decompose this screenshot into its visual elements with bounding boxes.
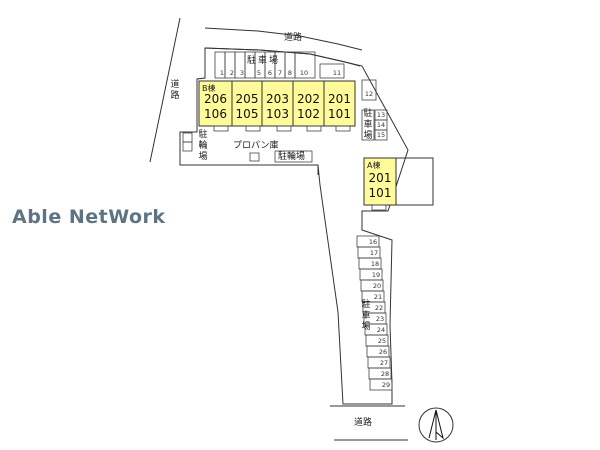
parking-slot: 1 bbox=[219, 69, 225, 77]
unit-upper: 205 bbox=[235, 92, 259, 106]
parking-slot: 11 bbox=[332, 69, 342, 77]
unit-upper: 203 bbox=[266, 92, 289, 106]
parking-slot: 5 bbox=[256, 69, 262, 77]
parking-slot: 8 bbox=[287, 69, 293, 77]
unit-lower: 106 bbox=[204, 107, 227, 121]
parking-slot: 25 bbox=[377, 337, 387, 345]
parking-slot: 12 bbox=[364, 90, 374, 98]
right-parking-slots bbox=[361, 79, 388, 141]
parking-slot: 14 bbox=[376, 121, 386, 129]
parking-slot: 29 bbox=[381, 381, 391, 389]
parking-slot: 15 bbox=[376, 131, 386, 139]
road-label-top: 道路 bbox=[284, 33, 303, 43]
parking-slot: 18 bbox=[370, 260, 380, 268]
propane-box bbox=[249, 152, 260, 162]
unit-lower: 102 bbox=[297, 107, 320, 121]
parking-slot: 17 bbox=[369, 249, 379, 257]
parking-slot: 19 bbox=[371, 271, 381, 279]
road-label-bottom: 道路 bbox=[354, 418, 373, 428]
parking-slot: 28 bbox=[380, 370, 390, 378]
parking-slot: 23 bbox=[375, 315, 385, 323]
north-arrow-icon bbox=[418, 407, 454, 443]
bike-parking-label-left: 駐輪場 bbox=[198, 130, 208, 162]
road-top-edge bbox=[204, 27, 363, 51]
unit-lower: 101 bbox=[368, 186, 392, 200]
road-left-edge bbox=[149, 17, 181, 163]
building-a-name: A棟 bbox=[367, 161, 381, 170]
parking-slot: 7 bbox=[277, 69, 283, 77]
parking-label-bottom: 駐車場 bbox=[361, 300, 371, 332]
parking-slot: 20 bbox=[372, 282, 382, 290]
parking-slot: 6 bbox=[267, 69, 273, 77]
building-a-annex bbox=[395, 157, 434, 206]
bike-left-boxes bbox=[182, 132, 193, 152]
parking-slot: 27 bbox=[379, 359, 389, 367]
building-b-units bbox=[198, 80, 356, 127]
road-label-left: 道路 bbox=[170, 80, 180, 101]
bike-parking-label-center: 駐輪場 bbox=[278, 152, 306, 162]
unit-lower: 105 bbox=[235, 107, 259, 121]
unit-lower: 101 bbox=[328, 107, 351, 121]
parking-slot: 2 bbox=[229, 69, 235, 77]
parking-slot: 22 bbox=[374, 304, 384, 312]
parking-slot: 3 bbox=[239, 69, 245, 77]
unit-upper: 206 bbox=[204, 92, 227, 106]
top-parking-slots bbox=[214, 51, 345, 79]
parking-slot: 26 bbox=[378, 348, 388, 356]
watermark: Able NetWork bbox=[12, 206, 166, 228]
building-b-name: B棟 bbox=[202, 84, 216, 93]
center-bike-box bbox=[274, 150, 313, 163]
unit-upper: 201 bbox=[368, 171, 392, 185]
propane-label: プロパン庫 bbox=[233, 141, 279, 151]
unit-upper: 202 bbox=[297, 92, 320, 106]
unit-lower: 103 bbox=[266, 107, 289, 121]
parking-label-right: 駐車場 bbox=[363, 109, 373, 141]
parking-slot: 24 bbox=[376, 326, 386, 334]
bottom-parking-slots bbox=[356, 235, 393, 391]
unit-upper: 201 bbox=[328, 92, 351, 106]
parking-slot: 16 bbox=[368, 238, 378, 246]
parking-label-top: 駐車場 bbox=[247, 56, 281, 66]
parking-slot: 10 bbox=[299, 69, 309, 77]
parking-slot: 13 bbox=[376, 111, 386, 119]
road-top-edge-lower bbox=[204, 47, 361, 67]
parking-slot: 21 bbox=[373, 293, 383, 301]
